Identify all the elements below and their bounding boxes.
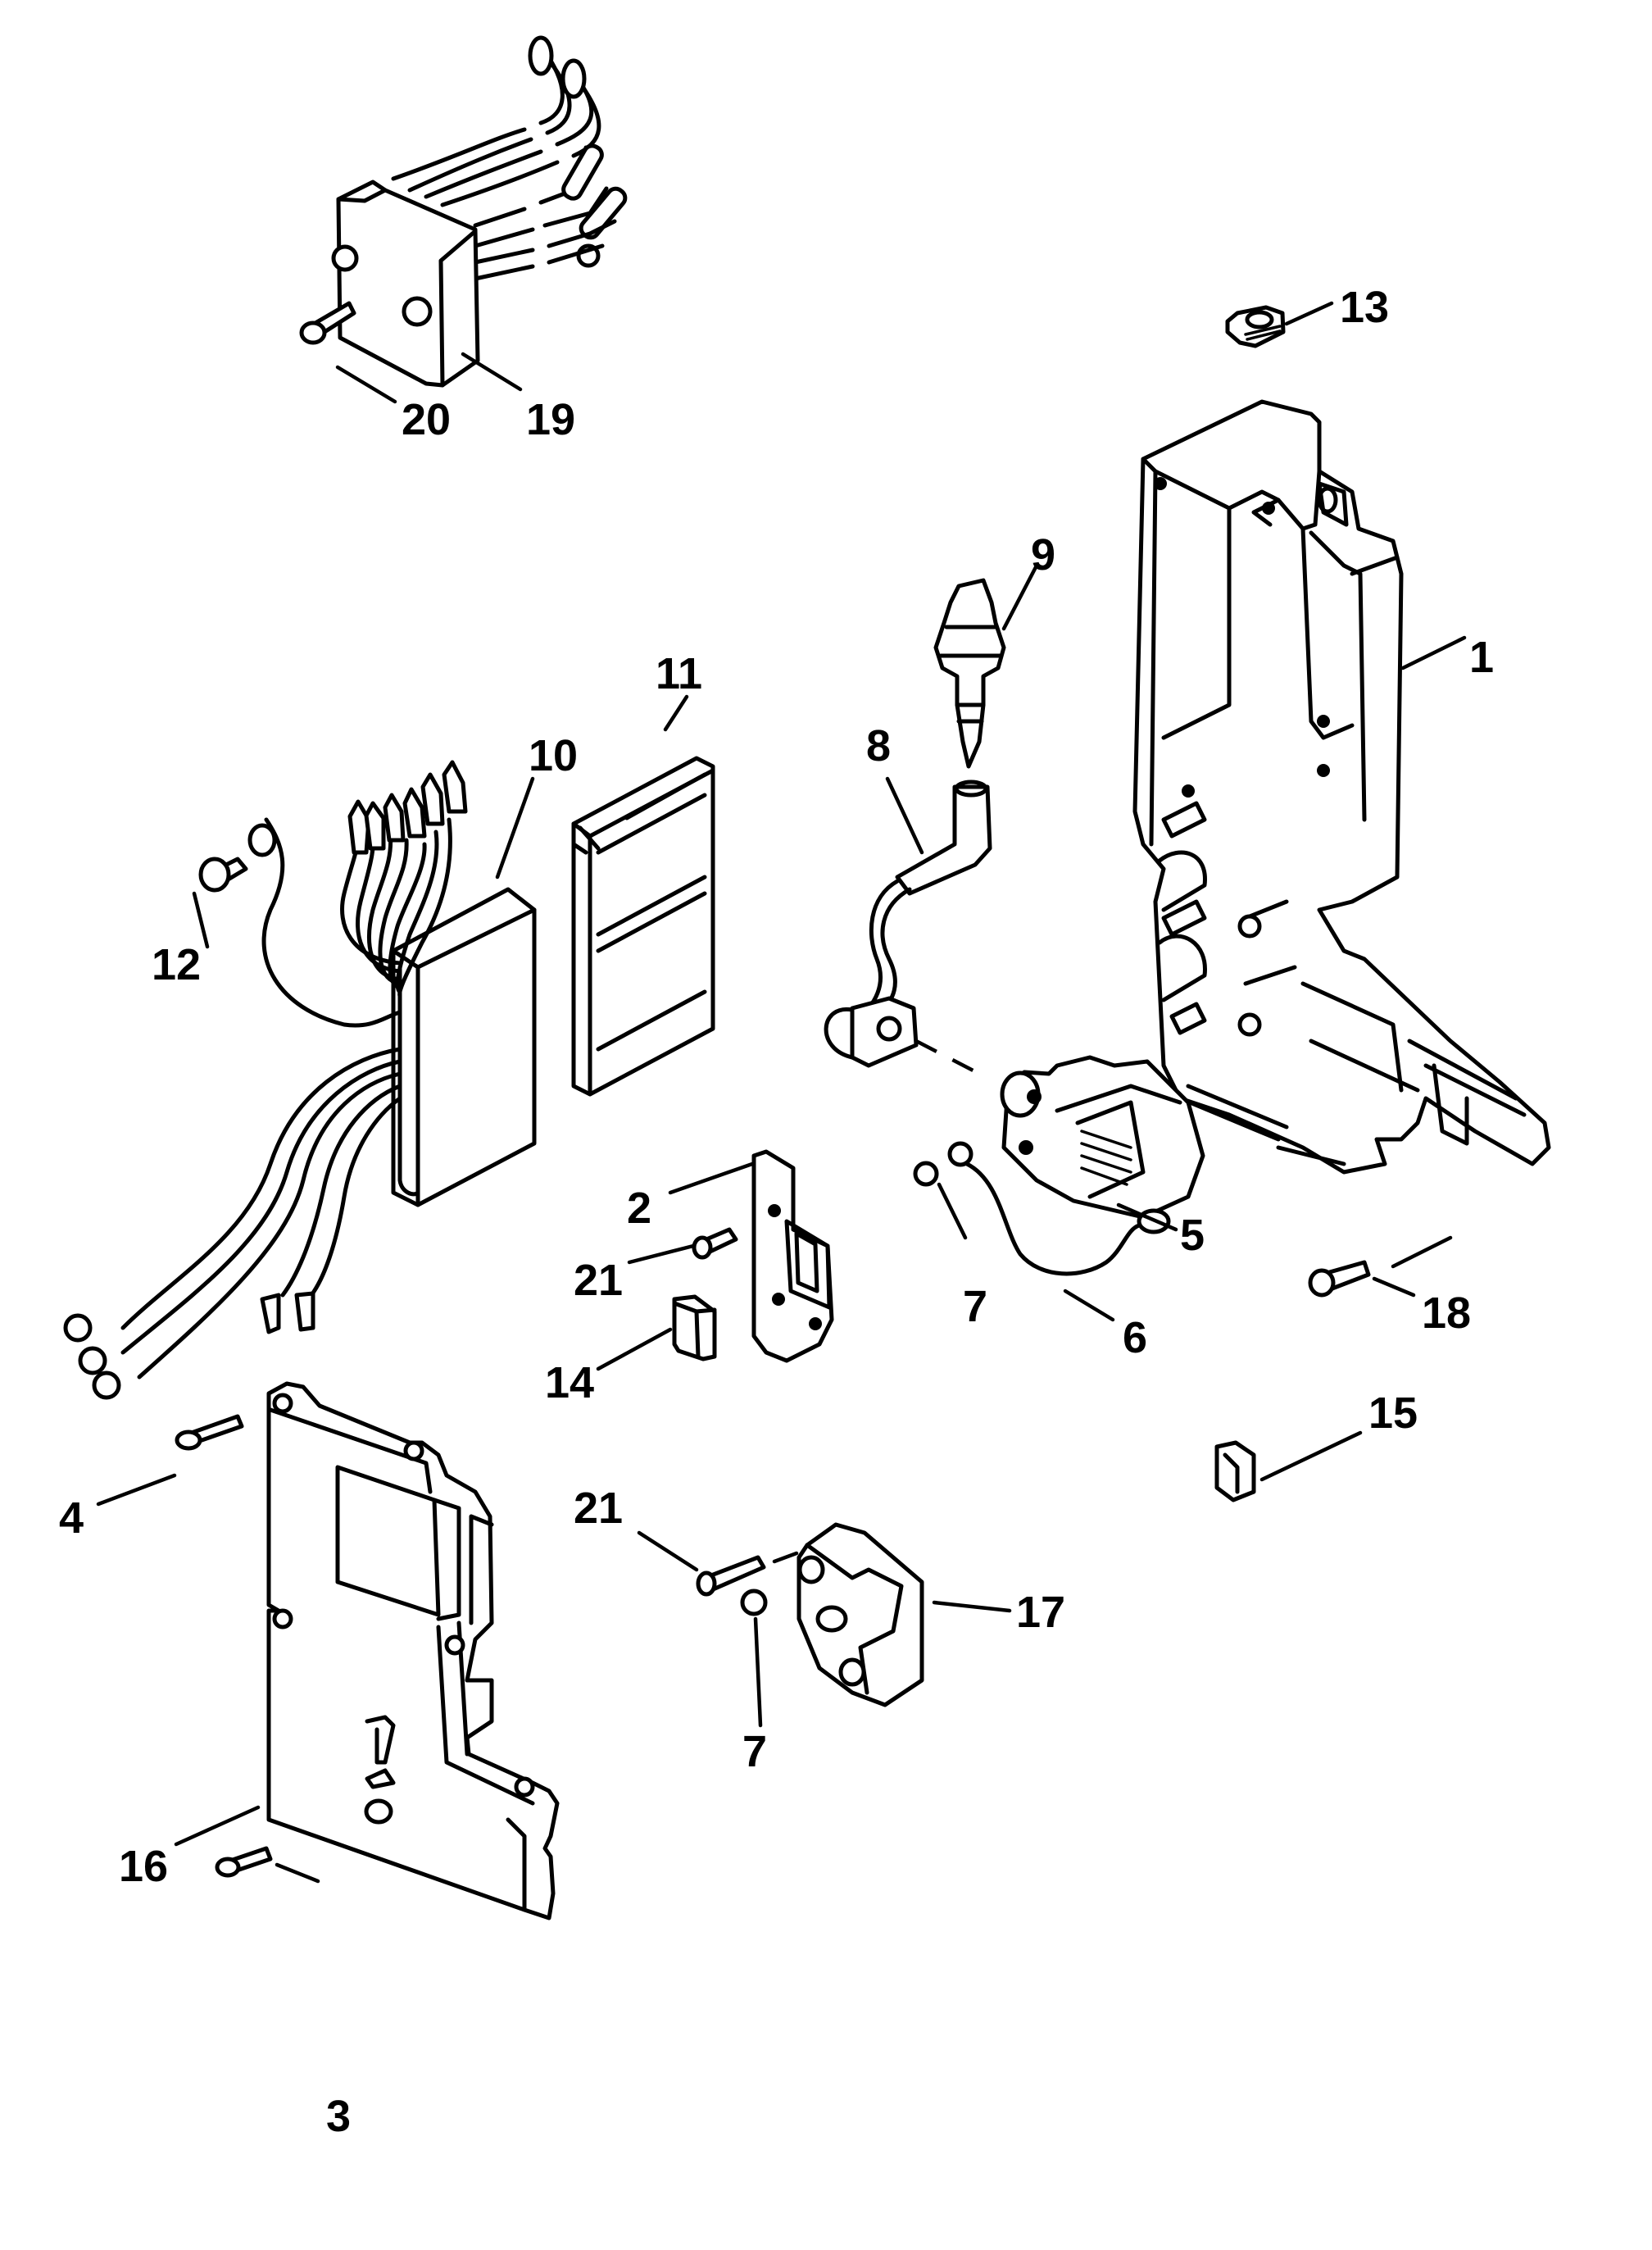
ring-terminal <box>63 1313 93 1343</box>
ring-terminal <box>560 58 587 99</box>
leader-10 <box>495 776 535 880</box>
callout-17: 17 <box>1016 1588 1065 1637</box>
part-3-screw <box>215 1846 273 1878</box>
callout-19: 19 <box>526 395 575 444</box>
callout-labels: 20 19 13 9 1 11 10 8 12 2 21 5 7 6 18 14… <box>59 283 1494 2141</box>
callout-13: 13 <box>1340 283 1389 332</box>
callout-3: 3 <box>326 2092 351 2141</box>
leader-2 <box>668 1161 755 1195</box>
part-2-plate <box>751 1149 834 1363</box>
callout-10: 10 <box>529 731 578 780</box>
callout-18: 18 <box>1422 1289 1471 1338</box>
part-19-regulator <box>331 35 628 388</box>
part-11-frame <box>571 756 715 1097</box>
part-17-rectifier <box>796 1522 924 1707</box>
callout-15: 15 <box>1368 1389 1418 1438</box>
leader-15 <box>1259 1430 1363 1482</box>
callout-1: 1 <box>1469 633 1494 682</box>
ring-terminal <box>528 35 554 76</box>
regulator-leads <box>391 35 628 281</box>
regulator-body <box>336 180 480 388</box>
callout-11: 11 <box>656 649 702 698</box>
leader-4 <box>96 1473 177 1507</box>
part-12-screw <box>198 857 248 893</box>
callout-21b: 21 <box>574 1484 623 1533</box>
leader-16 <box>174 1805 261 1847</box>
part-14-clip <box>672 1294 717 1361</box>
callout-6: 6 <box>1123 1313 1147 1362</box>
leader-9 <box>1001 563 1039 631</box>
part-4-screw <box>175 1414 244 1451</box>
leader-7a <box>937 1182 968 1240</box>
callout-16: 16 <box>119 1842 168 1891</box>
ring-terminal <box>247 823 277 857</box>
callout-5: 5 <box>1180 1211 1205 1260</box>
leader-17 <box>932 1600 1012 1613</box>
ring-terminal <box>78 1346 107 1375</box>
leader-7b <box>753 1616 763 1728</box>
callout-9: 9 <box>1031 530 1055 580</box>
module-harness <box>63 760 468 1400</box>
callout-4: 4 <box>59 1493 84 1543</box>
leader-6 <box>1063 1289 1115 1322</box>
part-16-cover <box>266 1381 560 1920</box>
leader-20 <box>335 365 397 404</box>
assembly-path <box>914 1039 989 1080</box>
part-18-screw <box>1308 1260 1371 1298</box>
part-7-nut-lower <box>740 1589 768 1616</box>
assembly-path <box>772 1551 799 1564</box>
fuse-symbol <box>364 1715 396 1825</box>
part-8-boot-lead <box>824 780 992 1068</box>
leader-18 <box>1372 1276 1416 1298</box>
callout-7b: 7 <box>742 1727 767 1776</box>
leader-19 <box>461 352 523 392</box>
part-15-grommet <box>1214 1440 1256 1502</box>
callout-20: 20 <box>402 395 451 444</box>
leader-3 <box>275 1862 320 1884</box>
part-9-plug-cap <box>933 578 1006 769</box>
part-13-grommet <box>1225 305 1286 348</box>
leader-lines <box>96 301 1467 1884</box>
part-7-nut <box>913 1161 939 1187</box>
part-21-screw-lower <box>696 1555 766 1597</box>
ring-terminal <box>92 1370 121 1400</box>
leader-11 <box>663 694 689 732</box>
callout-7a: 7 <box>963 1282 987 1331</box>
part-1-housing <box>1132 399 1551 1175</box>
bullet-terminals <box>347 760 468 855</box>
callout-12: 12 <box>152 940 201 989</box>
part-21-screw <box>692 1227 738 1260</box>
callout-8: 8 <box>866 721 891 770</box>
leader-14 <box>596 1327 673 1371</box>
mount-hole <box>402 296 433 327</box>
part-10-module <box>391 887 537 1207</box>
part-5-coil <box>1000 1055 1205 1220</box>
callout-21a: 21 <box>574 1256 623 1305</box>
leader-12 <box>192 891 210 949</box>
leader-5 <box>1116 1202 1178 1232</box>
callout-2: 2 <box>627 1184 651 1233</box>
part-20-screw <box>299 301 356 345</box>
leader-13 <box>1284 301 1334 326</box>
leader-1 <box>1400 635 1467 670</box>
leader-18-housing <box>1391 1235 1453 1269</box>
leader-8 <box>885 776 924 855</box>
callout-14: 14 <box>545 1358 594 1407</box>
mount-hole <box>331 244 359 272</box>
leader-21b <box>637 1530 699 1572</box>
leader-21a <box>627 1243 696 1265</box>
screw-head <box>299 320 327 345</box>
